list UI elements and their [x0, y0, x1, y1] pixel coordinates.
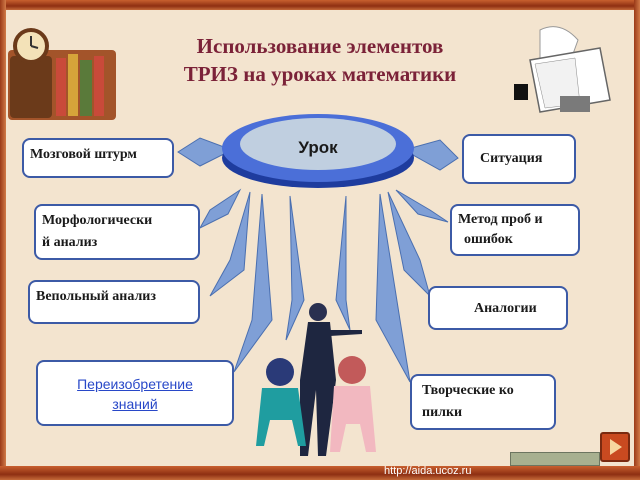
method-creative-line2: пилки	[422, 405, 463, 420]
center-label: Урок	[298, 138, 338, 157]
method-reinvention-line1[interactable]: Переизобретение	[77, 376, 193, 392]
method-brainstorm-label: Мозговой штурм	[30, 147, 137, 162]
title-line-2: ТРИЗ на уроках математики	[183, 62, 457, 86]
method-morphological-line2: й анализ	[42, 235, 98, 250]
method-trial-error: Метод проб и ошибок	[450, 204, 580, 256]
method-morphological-line1: Морфологически	[42, 213, 153, 228]
title-line-1: Использование элементов	[196, 34, 444, 58]
teacher-figure	[300, 303, 362, 456]
method-situation-label: Ситуация	[480, 151, 543, 166]
footer-bar	[510, 452, 600, 466]
student-figure	[256, 356, 376, 452]
footer-url: http://aida.ucoz.ru	[384, 465, 472, 477]
page-title: Использование элементов ТРИЗ на уроках м…	[120, 32, 520, 88]
next-slide-button[interactable]	[600, 432, 630, 462]
frame-top	[0, 0, 640, 10]
method-analogies-label: Аналогии	[474, 301, 537, 316]
frame-left	[0, 0, 6, 480]
method-trial-error-line1: Метод проб и	[458, 212, 543, 227]
method-creative-line1: Творческие ко	[422, 383, 514, 398]
method-trial-error-line2: ошибок	[464, 232, 513, 247]
clock-icon	[8, 28, 116, 120]
method-vepol: Вепольный анализ	[28, 280, 200, 324]
method-morphological: Морфологически й анализ	[34, 204, 200, 260]
frame-right	[634, 0, 640, 480]
method-reinvention-line2[interactable]: знаний	[112, 396, 158, 412]
open-book-icon	[514, 26, 611, 113]
center-oval	[222, 114, 414, 188]
method-vepol-label: Вепольный анализ	[36, 289, 156, 304]
method-reinvention[interactable]: Переизобретение знаний	[36, 360, 234, 426]
frame-bottom	[0, 466, 640, 480]
method-brainstorm: Мозговой штурм	[22, 138, 174, 178]
method-creative: Творческие ко пилки	[410, 374, 556, 430]
method-analogies: Аналогии	[428, 286, 568, 330]
arrows	[177, 137, 459, 383]
method-situation: Ситуация	[462, 134, 576, 184]
arrow-icon	[610, 439, 622, 455]
